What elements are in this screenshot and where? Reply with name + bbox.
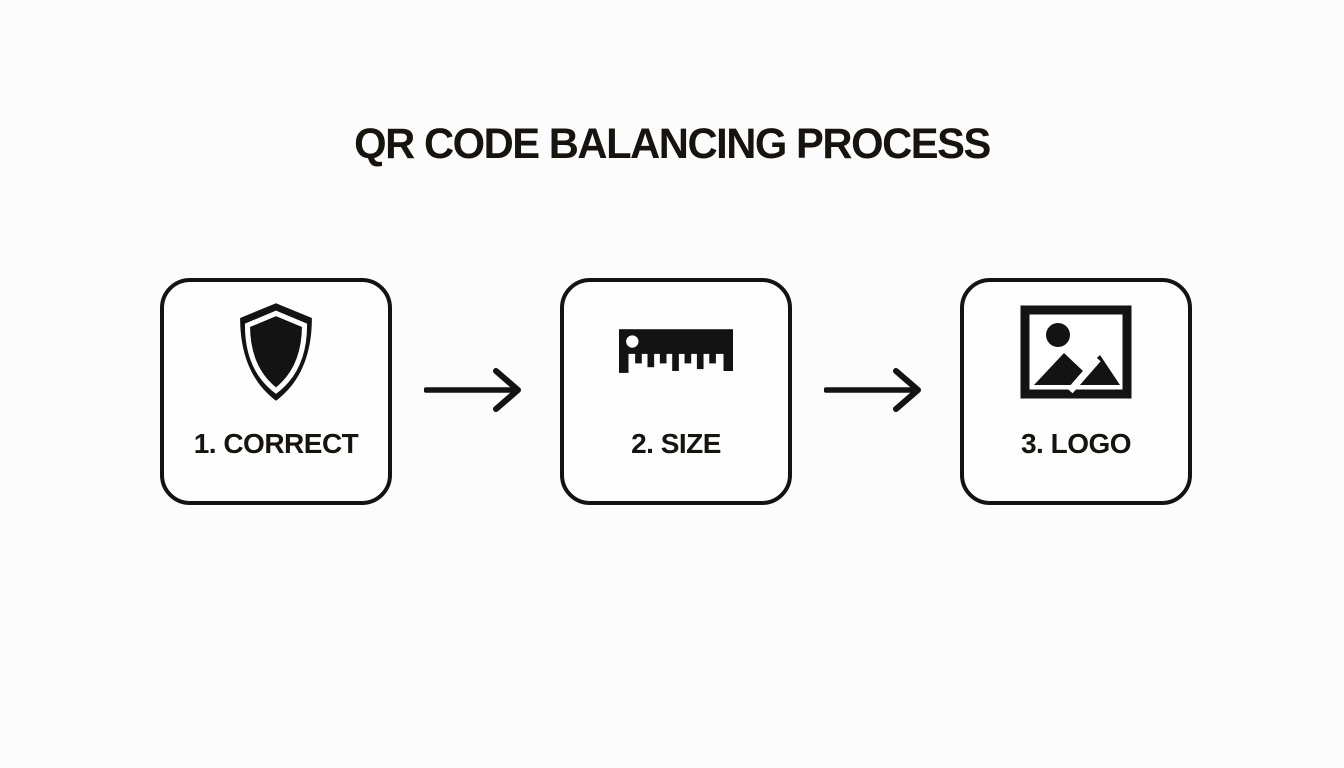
arrow-right-icon: [423, 368, 526, 412]
step-label: 2. SIZE: [631, 428, 721, 459]
step-box-size: 2. SIZE: [560, 278, 792, 505]
step-box-correct: 1. CORRECT: [160, 278, 392, 505]
image-icon: [1020, 282, 1132, 422]
step-label: 1. CORRECT: [193, 428, 359, 459]
step-label: 3. LOGO: [1020, 428, 1132, 459]
ruler-icon: [619, 282, 733, 422]
step-box-logo: 3. LOGO: [960, 278, 1192, 505]
arrow-right-icon: [823, 368, 926, 412]
shield-icon: [230, 282, 322, 422]
page-title: QR CODE BALANCING PROCESS: [354, 120, 991, 168]
